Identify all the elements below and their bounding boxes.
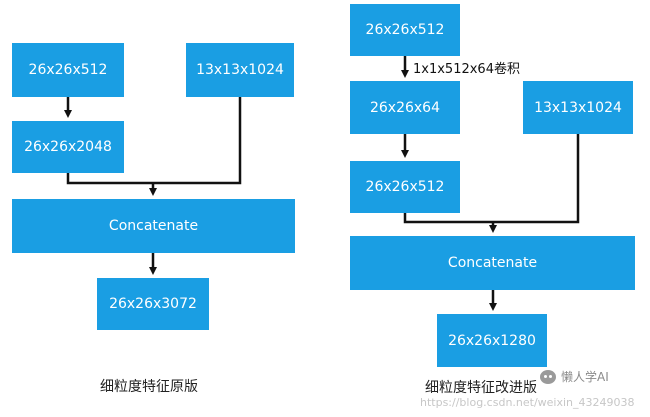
left-concatenate-box: Concatenate (12, 199, 295, 253)
left-box-26x26x512: 26x26x512 (12, 43, 124, 97)
left-box-13x13x1024: 13x13x1024 (186, 43, 294, 97)
line-left-c-merge (66, 173, 153, 185)
wechat-watermark: 懒人学AI (540, 368, 609, 385)
url-watermark: https://blog.csdn.net/weixin_43249038 (420, 396, 635, 409)
right-box-26x26x512-top: 26x26x512 (350, 4, 460, 56)
right-box-26x26x512-bottom: 26x26x512 (350, 161, 460, 213)
line-right-c-merge (493, 134, 580, 224)
right-output-box-26x26x1280: 26x26x1280 (437, 314, 547, 367)
wechat-icon (540, 369, 556, 384)
conv-1x1-label: 1x1x512x64卷积 (413, 62, 520, 77)
right-caption: 细粒度特征改进版 (425, 380, 537, 396)
right-concatenate-box: Concatenate (350, 236, 635, 290)
right-box-26x26x64: 26x26x64 (350, 81, 460, 134)
right-box-13x13x1024: 13x13x1024 (523, 81, 633, 134)
line-left-b-merge (153, 97, 242, 185)
left-output-box-26x26x3072: 26x26x3072 (97, 278, 209, 330)
line-right-d-merge (403, 213, 493, 224)
left-box-26x26x2048: 26x26x2048 (12, 121, 124, 173)
left-caption: 细粒度特征原版 (100, 379, 198, 395)
wechat-watermark-text: 懒人学AI (561, 370, 609, 384)
